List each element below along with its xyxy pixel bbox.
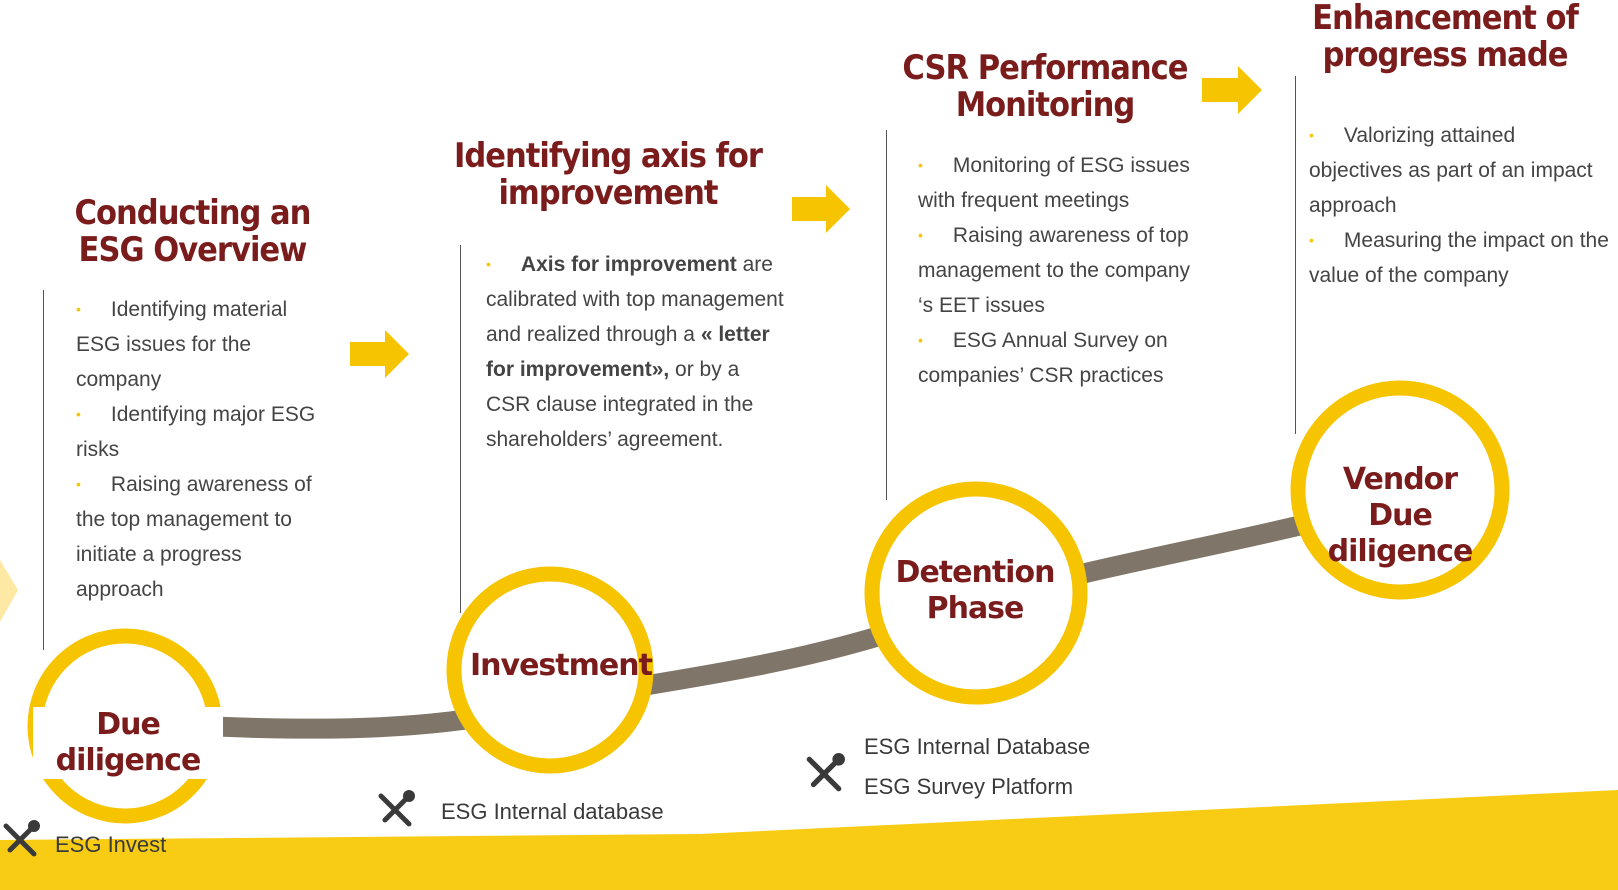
bullet-item: • Axis for improvement are calibrated wit… <box>486 247 784 457</box>
left-edge-chevron <box>0 560 18 622</box>
bullet-text: or by a CSR clause integrated in the sha… <box>486 358 754 451</box>
stage-circle-vendor <box>1290 380 1510 600</box>
stage-title-line: Conducting an <box>74 193 312 233</box>
stage-label-line: Vendor <box>1342 462 1458 497</box>
right-arrow-icon <box>350 330 409 378</box>
stage-bullets: • Axis for improvement are calibrated wit… <box>486 247 784 457</box>
bullet-icon: • <box>76 406 81 422</box>
bullet-item: •Identifying material ESG issues for the… <box>76 292 331 397</box>
bullet-icon: • <box>76 476 81 492</box>
stage-bullets: •Valorizing attained objectives as part … <box>1309 118 1609 293</box>
progress-curve <box>124 487 1413 739</box>
stage-label: Detention Phase <box>880 555 1070 627</box>
bullet-item: •Raising awareness of the top management… <box>76 467 331 607</box>
stage-title-line: ESG Overview <box>78 229 308 270</box>
divider-line <box>43 290 44 650</box>
stage-title-line: Monitoring <box>955 84 1136 125</box>
tools-list: ESG Internal database <box>441 797 664 827</box>
right-arrow-icon <box>792 185 850 233</box>
divider-line <box>460 245 461 613</box>
bullet-bold-text: Axis for improvement <box>520 253 737 276</box>
stage-label: Due diligence <box>33 707 223 779</box>
stage-circle-detention <box>864 481 1088 705</box>
tool-item: ESG Internal Database <box>864 734 1091 759</box>
stage-label: Investment <box>470 648 653 684</box>
stage-title-line: improvement <box>498 172 718 213</box>
stage-title-line: Identifying axis for <box>453 136 763 176</box>
bullet-icon: • <box>1309 232 1314 248</box>
stage-label-line: Detention <box>895 555 1056 590</box>
bullet-text: are calibrated with top management and r… <box>486 253 784 346</box>
bullet-item: •Valorizing attained objectives as part … <box>1309 118 1609 223</box>
bullet-item: •Monitoring of ESG issues with frequent … <box>918 148 1200 218</box>
stage-title: Conducting an ESG Overview <box>40 195 345 268</box>
bullet-text: Measuring the impact on the value of the… <box>1309 229 1609 287</box>
stage-bullets: •Monitoring of ESG issues with frequent … <box>918 148 1200 393</box>
tools-icon <box>378 790 415 827</box>
stage-label-line: Due diligence <box>55 707 202 778</box>
bullet-text: Identifying material ESG issues for the … <box>76 298 288 391</box>
bullet-text: Identifying major ESG risks <box>76 403 316 461</box>
stage-bullets: •Identifying material ESG issues for the… <box>76 292 331 607</box>
stage-label-line: Investment <box>470 648 653 683</box>
bullet-text: ESG Annual Survey on companies’ CSR prac… <box>918 329 1168 387</box>
stage-label: Vendor Due diligence <box>1305 462 1495 570</box>
tools-icon <box>3 820 40 857</box>
bullet-item: •Identifying major ESG risks <box>76 397 331 467</box>
divider-line <box>886 130 887 500</box>
bullet-bold-text: « letter for improvement», <box>486 323 770 381</box>
tools-list: ESG Internal Database ESG Survey Platfor… <box>864 727 1090 807</box>
stage-title-line: CSR Performance <box>902 48 1188 88</box>
tool-item: ESG Invest <box>55 832 167 857</box>
tools-icon <box>806 753 845 792</box>
bullet-icon: • <box>486 256 491 272</box>
ground-band <box>0 790 1618 890</box>
bullet-text: Valorizing attained objectives as part o… <box>1309 124 1593 217</box>
stage-label-line: Phase <box>926 591 1025 626</box>
stage-circle-investment <box>446 566 654 774</box>
stage-title-line: progress made <box>1322 34 1569 75</box>
tool-item: ESG Survey Platform <box>864 774 1074 799</box>
bullet-item: •ESG Annual Survey on companies’ CSR pra… <box>918 323 1200 393</box>
bullet-icon: • <box>918 157 923 173</box>
bullet-item: •Measuring the impact on the value of th… <box>1309 223 1609 293</box>
stage-title: Enhancement of progress made <box>1290 0 1600 73</box>
bullet-text: Monitoring of ESG issues with frequent m… <box>918 154 1190 212</box>
stage-title: Identifying axis for improvement <box>448 138 768 211</box>
bullet-icon: • <box>918 227 923 243</box>
bullet-icon: • <box>1309 127 1314 143</box>
bullet-icon: • <box>76 301 81 317</box>
tools-list: ESG Invest <box>55 830 166 860</box>
bullet-text: Raising awareness of top management to t… <box>918 224 1190 317</box>
stage-title-line: Enhancement of <box>1312 0 1579 38</box>
bullet-icon: • <box>918 332 923 348</box>
stage-label-line: Due diligence <box>1327 498 1474 569</box>
right-arrow-icon <box>1202 66 1262 114</box>
divider-line <box>1295 76 1296 434</box>
bullet-item: •Raising awareness of top management to … <box>918 218 1200 323</box>
tool-item: ESG Internal database <box>441 799 664 824</box>
bullet-text: Raising awareness of the top management … <box>76 473 312 601</box>
stage-title: CSR Performance Monitoring <box>880 50 1210 123</box>
